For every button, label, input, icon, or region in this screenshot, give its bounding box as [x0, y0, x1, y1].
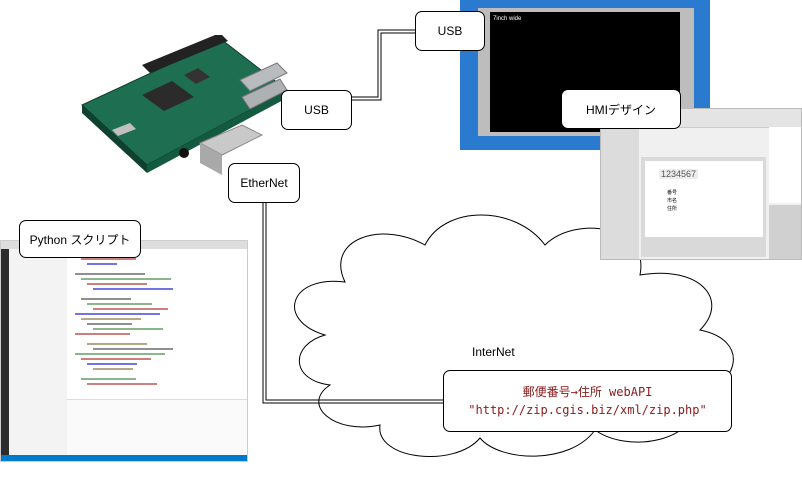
hmi-label: HMIデザイン: [561, 89, 681, 129]
hmi-field-label: 市名: [667, 198, 678, 204]
hmi-field-label: 番号: [667, 190, 678, 196]
code-line: [93, 368, 133, 370]
usb-cable-line-inner: [350, 32, 416, 101]
code-line: [75, 333, 130, 335]
hmi-left-panel: [601, 127, 639, 259]
webapi-title: 郵便番号→住所 webAPI: [522, 385, 653, 399]
vscode-status-bar: [1, 455, 247, 461]
raspberry-pi-board: [81, 35, 288, 175]
code-line: [75, 313, 160, 315]
code-line: [87, 323, 132, 325]
hmi-field-label: 住所: [667, 206, 678, 212]
usb-label-board: USB: [281, 90, 352, 130]
hmi-number-display: 1234567: [659, 169, 699, 179]
ethernet-cable-line: [262, 203, 443, 404]
code-line: [75, 353, 165, 355]
code-line: [93, 288, 173, 290]
hmi-designer-window: 1234567 番号 市名 住所: [600, 108, 802, 260]
webapi-url: "http://zip.cgis.biz/xml/zip.php": [468, 403, 707, 417]
hmi-canvas: 1234567 番号 市名 住所: [641, 157, 766, 257]
vscode-editor: [67, 249, 247, 399]
ethernet-label: EtherNet: [228, 163, 300, 203]
code-line: [81, 358, 151, 360]
vscode-terminal: [67, 399, 247, 456]
code-line: [81, 298, 131, 300]
hmi-right-panel: [769, 127, 801, 203]
code-line: [81, 318, 141, 320]
python-label: Python スクリプト: [19, 220, 141, 258]
hmi-widget-palette: [769, 205, 801, 259]
hmi-form: 1234567 番号 市名 住所: [645, 161, 763, 237]
code-line: [93, 348, 173, 350]
code-line: [93, 308, 168, 310]
code-line: [87, 263, 117, 265]
usb-cable-line: [350, 29, 416, 98]
code-line: [81, 258, 136, 260]
vscode-window: [0, 240, 248, 462]
code-line: [93, 328, 163, 330]
vscode-explorer: [9, 249, 67, 455]
usb-label-screen: USB: [415, 11, 485, 51]
code-line: [81, 278, 171, 280]
webapi-box: 郵便番号→住所 webAPI "http://zip.cgis.biz/xml/…: [443, 370, 732, 432]
code-line: [87, 363, 137, 365]
internet-label: InterNet: [472, 345, 515, 359]
code-line: [87, 343, 147, 345]
code-line: [87, 383, 157, 385]
code-line: [81, 378, 136, 380]
ethernet-cable-line-inner: [265, 203, 443, 401]
code-line: [75, 273, 145, 275]
code-line: [87, 303, 152, 305]
code-line: [87, 283, 147, 285]
vscode-activity-bar: [1, 249, 9, 455]
display-brand: 7inch wide: [493, 16, 522, 22]
